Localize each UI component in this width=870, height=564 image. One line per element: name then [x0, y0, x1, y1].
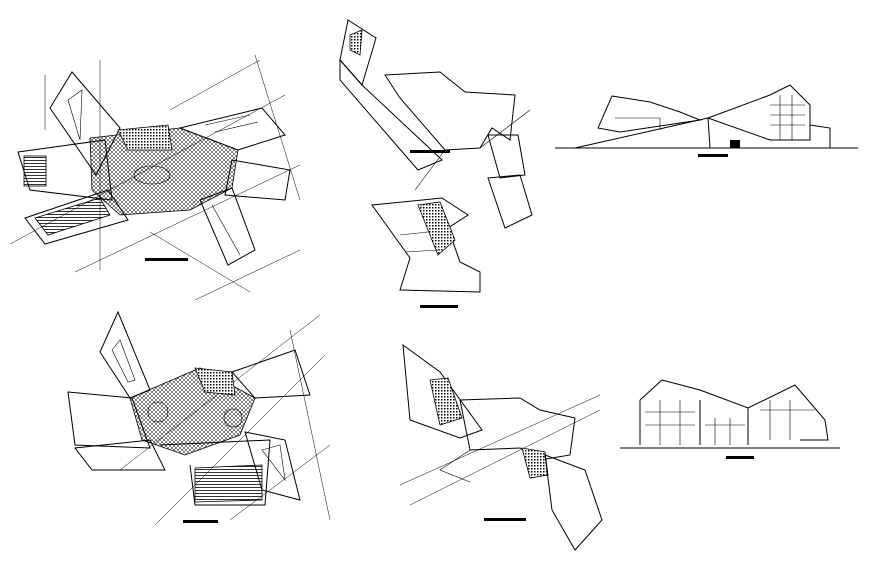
scale-bar: [698, 154, 728, 157]
stair-block: [117, 124, 173, 151]
round-stair-west: [147, 401, 169, 423]
window-grid: [760, 400, 815, 440]
stair-block: [194, 367, 236, 396]
wing-northeast: [231, 349, 311, 399]
wing-southwest: [74, 439, 166, 471]
scale-bar: [410, 150, 450, 153]
left-roof-wing: [597, 95, 702, 133]
facade-columns: [639, 400, 749, 445]
facade-detail: [615, 117, 661, 130]
south-wing: [487, 174, 533, 229]
seating-rows: [34, 197, 111, 236]
wing-west: [67, 391, 151, 449]
dimension-line: [254, 54, 301, 201]
roof-outline: [639, 379, 829, 441]
seating-rows: [194, 464, 263, 503]
wing-south: [199, 187, 256, 266]
dimension-line: [409, 409, 601, 506]
central-feature: [133, 165, 171, 185]
wing-east: [224, 159, 291, 201]
window-grid: [770, 95, 805, 140]
wing-detail: [204, 114, 259, 133]
axis-line: [414, 109, 531, 191]
dimension-line: [289, 329, 331, 521]
scale-bar: [145, 258, 188, 261]
dimension-line: [399, 394, 601, 486]
seating-rows: [23, 155, 47, 187]
wing-northeast: [178, 107, 286, 151]
southeast-wing: [544, 454, 603, 551]
sloped-roof-section: [574, 117, 711, 149]
dimension-line: [74, 164, 301, 273]
wing-detail: [67, 89, 83, 141]
scale-bar: [726, 456, 754, 459]
lower-floor-outline: [371, 197, 481, 293]
diagonal-wing: [339, 58, 443, 171]
main-volume: [384, 71, 516, 151]
hatched-corridor: [417, 201, 456, 256]
wing-detail: [211, 204, 241, 256]
canopy: [809, 124, 831, 148]
stair-block: [349, 29, 363, 56]
round-stair-east: [223, 408, 243, 428]
stair-block: [429, 377, 463, 426]
dimension-line: [169, 59, 261, 111]
wing-detail: [261, 444, 286, 482]
wing-north: [99, 310, 151, 399]
room-partition: [399, 231, 441, 253]
right-volume: [706, 84, 811, 141]
dimension-line: [149, 231, 251, 293]
scale-bar: [183, 520, 218, 523]
floor-plan-1: [9, 54, 301, 301]
elevation-2: [620, 379, 840, 459]
dimension-line: [154, 354, 326, 526]
wing-northwest: [49, 71, 121, 176]
entrance-detail: [705, 418, 745, 445]
wing-south: [159, 439, 271, 506]
scale-bar: [484, 518, 526, 521]
wing-southwest: [24, 189, 129, 245]
dimension-line: [229, 444, 331, 521]
main-volume: [459, 397, 576, 461]
floor-plan-3: [371, 197, 481, 308]
floor-plan-2: [339, 19, 533, 229]
entrance-door: [730, 140, 740, 148]
scale-bar: [420, 305, 458, 308]
floor-plan-4: [67, 310, 331, 526]
elevation-1: [555, 84, 858, 157]
entry-path: [439, 449, 471, 483]
service-room: [487, 134, 526, 179]
dimension-line: [194, 249, 301, 301]
floor-plan-5: [399, 343, 603, 551]
northwest-wing: [402, 343, 483, 439]
window-grid: [645, 400, 695, 445]
wing-detail: [111, 339, 136, 383]
hatched-core: [521, 447, 549, 479]
